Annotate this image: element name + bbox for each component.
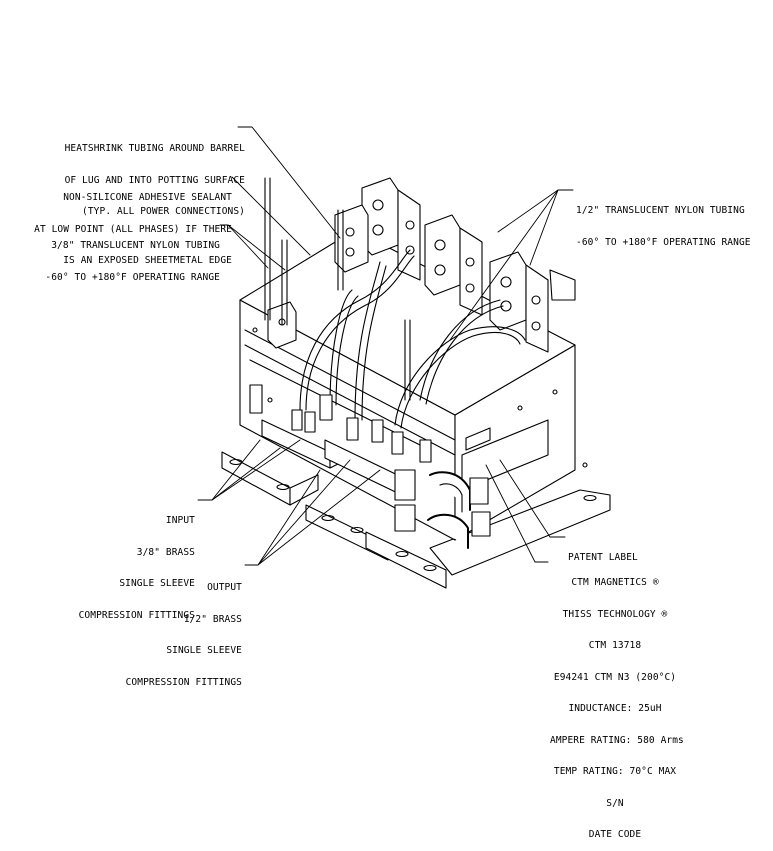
sealant-callout: NON-SILICONE ADHESIVE SEALANT AT LOW POI… [34,192,232,266]
tubing-12-callout: 1/2" TRANSLUCENT NYLON TUBING -60° TO +1… [576,205,751,248]
patent-label-callout: PATENT LABEL [568,552,638,563]
technical-drawing: HEATSHRINK TUBING AROUND BARREL OF LUG A… [34,126,751,840]
input-callout: INPUT 3/8" BRASS SINGLE SLEEVE COMPRESSI… [78,515,195,621]
nylon-tubing [299,249,526,429]
inductor-assembly-drawing [197,126,611,589]
product-label-callout: CTM MAGNETICS ® THISS TECHNOLOGY ® CTM 1… [550,577,684,840]
tubing-38-callout: 3/8" TRANSLUCENT NYLON TUBING -60° TO +1… [45,240,220,283]
heatshrink-callout: HEATSHRINK TUBING AROUND BARREL OF LUG A… [64,143,245,217]
output-callout: OUTPUT 1/2" BRASS SINGLE SLEEVE COMPRESS… [125,582,242,688]
lead-wires [264,177,411,401]
manifolds-and-fittings [249,384,491,549]
leader-lines [197,126,574,566]
